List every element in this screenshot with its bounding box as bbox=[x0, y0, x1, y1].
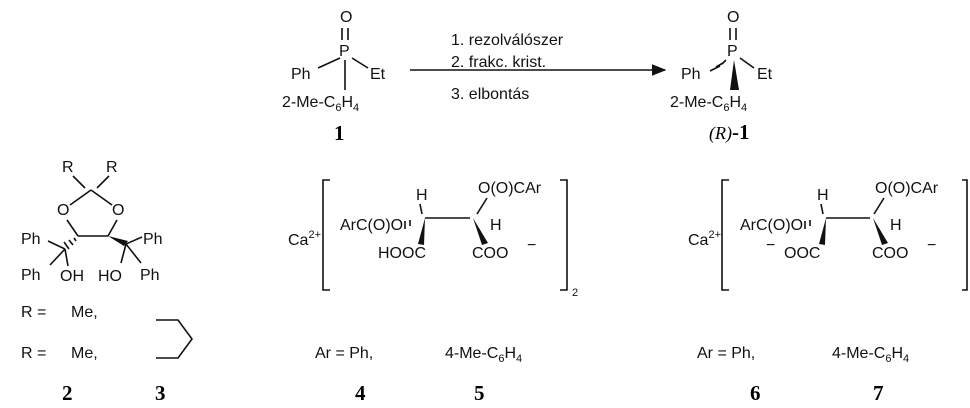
salt-b-acyloxy-right: O(O)CAr bbox=[875, 180, 939, 197]
compound-label-6: 6 bbox=[750, 381, 761, 405]
salt-b-minus-left: − bbox=[766, 237, 775, 254]
compound-label-2: 2 bbox=[62, 381, 73, 405]
taddol-r-left: R bbox=[62, 159, 74, 176]
taddol-row-2-label: R = bbox=[21, 345, 46, 362]
reactant-1-structure: O P Ph Et 2-Me-C6H4 1 bbox=[282, 9, 386, 145]
reactant-ethyl-label: Et bbox=[370, 66, 386, 83]
taddol-phenyl-top-left: Ph bbox=[21, 231, 41, 248]
salt-b-wedge-right bbox=[873, 218, 888, 245]
taddol-phenyl-bottom-right: Ph bbox=[140, 267, 160, 284]
reactant-phosphorus-atom: P bbox=[339, 43, 350, 60]
product-ethyl-label: Et bbox=[757, 66, 773, 83]
salt-a-minus-sign: − bbox=[527, 237, 536, 254]
salt-b-ar-label: Ar = Ph, bbox=[697, 345, 755, 362]
step-3-text: 3. elbontás bbox=[451, 86, 529, 103]
compound-label-5: 5 bbox=[474, 381, 485, 405]
taddol-row-1-label: R = bbox=[21, 304, 46, 321]
taddol-r-definitions: R = Me, R = Me, 2 3 bbox=[21, 304, 193, 405]
salt-b-bracket-right bbox=[962, 179, 968, 291]
taddol-bond-ph-bl bbox=[49, 248, 66, 266]
salt-b-cation: Ca2+ bbox=[688, 229, 721, 249]
compound-label-7: 7 bbox=[873, 381, 884, 405]
taddol-ring-bond-4 bbox=[107, 219, 118, 237]
calcium-salt-acid-structure: Ca2+ H O(O)CAr ArC(O)O H HOOC COO − 2 Ar… bbox=[288, 179, 578, 405]
compound-label-3: 3 bbox=[155, 381, 166, 405]
compound-label-r1: (R)-1 bbox=[709, 120, 749, 144]
step-1-text: 1. rezolválószer bbox=[451, 32, 564, 49]
salt-a-wedge-left bbox=[418, 218, 425, 245]
salt-b-minus-right: − bbox=[927, 237, 936, 254]
salt-a-ar-label: Ar = Ph, bbox=[315, 345, 373, 362]
taddol-ring-bond-1 bbox=[69, 189, 92, 206]
taddol-ring-bond-3 bbox=[66, 219, 79, 237]
salt-a-h-top: H bbox=[416, 187, 428, 204]
salt-b-bracket-left bbox=[721, 179, 729, 291]
salt-b-carboxylate-right: COO bbox=[872, 245, 908, 262]
taddol-bond-oh bbox=[64, 248, 69, 267]
taddol-row-2-value: Me, bbox=[71, 345, 98, 362]
reactant-p-et-bond bbox=[351, 57, 369, 69]
salt-a-acyloxy-right: O(O)CAr bbox=[478, 180, 542, 197]
salt-b-h-top: H bbox=[817, 187, 829, 204]
salt-a-wedge-right bbox=[473, 218, 488, 245]
calcium-salt-dianion-structure: Ca2+ H O(O)CAr ArC(O)O H − OOC COO − Ar … bbox=[688, 179, 968, 405]
product-oxygen-atom: O bbox=[727, 9, 739, 26]
taddol-phenyl-top-right: Ph bbox=[143, 231, 163, 248]
taddol-bond-r1 bbox=[72, 175, 86, 189]
product-hashed-bond bbox=[709, 59, 727, 72]
taddol-ring-bond-2 bbox=[90, 189, 113, 206]
salt-a-h-right: H bbox=[490, 217, 502, 234]
product-wedge-bond bbox=[730, 60, 739, 90]
taddol-hashed-bond-left bbox=[63, 237, 77, 250]
salt-b-hashed-bond bbox=[804, 220, 811, 229]
reaction-arrow-group: 1. rezolválószer 2. frakc. krist. 3. elb… bbox=[410, 32, 667, 103]
salt-a-ar-alternative: 4-Me-C6H4 bbox=[445, 345, 522, 365]
salt-b-carboxylate-left: OOC bbox=[784, 245, 820, 262]
taddol-hydroxyl-right: HO bbox=[98, 268, 122, 285]
salt-b-ar-alternative: 4-Me-C6H4 bbox=[832, 345, 909, 365]
salt-a-hashed-bond bbox=[404, 220, 411, 229]
taddol-bond-ph-tr bbox=[125, 236, 143, 245]
taddol-bond-r2 bbox=[96, 175, 110, 189]
taddol-hydroxyl-left: OH bbox=[60, 268, 84, 285]
salt-b-wedge-left bbox=[819, 218, 826, 245]
product-phosphorus-atom: P bbox=[727, 43, 738, 60]
taddol-r-right: R bbox=[106, 159, 118, 176]
taddol-oxygen-right: O bbox=[112, 202, 124, 219]
taddol-phenyl-bottom-left: Ph bbox=[21, 267, 41, 284]
reactant-oxygen-atom: O bbox=[340, 9, 352, 26]
taddol-bond-ho bbox=[120, 243, 127, 264]
salt-a-bracket-right bbox=[560, 179, 568, 291]
product-phenyl-label: Ph bbox=[681, 66, 701, 83]
salt-a-multiplier: 2 bbox=[572, 287, 578, 299]
taddol-bond-ph-br bbox=[125, 243, 142, 264]
salt-b-h-right: H bbox=[890, 217, 902, 234]
taddol-structure: R R O O Ph Ph OH HO Ph Ph bbox=[21, 159, 163, 285]
salt-a-carboxylic-left: HOOC bbox=[378, 245, 426, 262]
spiro-chain-skeleton bbox=[156, 319, 193, 359]
product-p-et-bond bbox=[739, 57, 755, 69]
taddol-oxygen-left: O bbox=[57, 202, 69, 219]
reactant-phenyl-label: Ph bbox=[291, 66, 311, 83]
salt-b-bond-c3-o bbox=[873, 197, 885, 215]
taddol-bond-ph-tl bbox=[47, 240, 66, 250]
taddol-row-1-value: Me, bbox=[71, 304, 98, 321]
reactant-p-ph-bond bbox=[317, 57, 341, 69]
reactant-aryl-label: 2-Me-C6H4 bbox=[282, 94, 359, 114]
salt-a-bracket-left bbox=[322, 179, 330, 291]
salt-a-bond-h-top bbox=[419, 203, 423, 215]
compound-label-1: 1 bbox=[334, 121, 345, 145]
salt-b-bond-h-top bbox=[820, 203, 824, 215]
salt-a-acyloxy-left: ArC(O)O bbox=[340, 217, 403, 234]
salt-a-bond-c3-o bbox=[476, 197, 488, 215]
salt-a-carboxylate-right: COO bbox=[472, 245, 508, 262]
taddol-wedge-right bbox=[108, 236, 128, 246]
salt-a-cation: Ca2+ bbox=[288, 229, 321, 249]
salt-b-acyloxy-left: ArC(O)O bbox=[740, 217, 803, 234]
step-2-text: 2. frakc. krist. bbox=[451, 54, 546, 71]
product-aryl-label: 2-Me-C6H4 bbox=[670, 94, 747, 114]
product-r1-structure: O P Ph Et 2-Me-C6H4 (R)-1 bbox=[670, 9, 773, 144]
compound-label-4: 4 bbox=[355, 381, 366, 405]
